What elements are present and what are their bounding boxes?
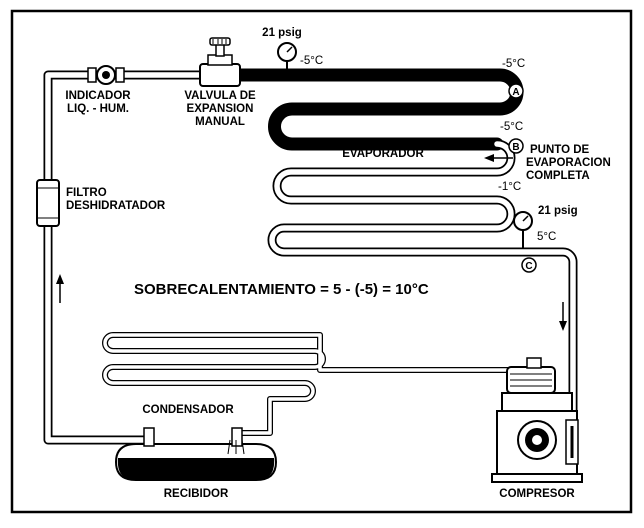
flow-arrow-up-icon	[56, 274, 64, 303]
evap-point-label: COMPLETA	[526, 170, 590, 182]
condenser-coil	[102, 332, 534, 436]
point-a-marker: A	[508, 83, 524, 99]
expansion-valve	[199, 37, 241, 87]
point-b-temp: -5°C	[500, 121, 523, 133]
filter-drier	[36, 179, 60, 227]
filter-label: DESHIDRATADOR	[66, 200, 166, 212]
point-a-temp: -5°C	[502, 58, 525, 70]
flow-arrow-down-icon	[559, 302, 567, 331]
condenser-label: CONDENSADOR	[142, 404, 234, 416]
superheat-title: SOBRECALENTAMIENTO = 5 - (-5) = 10°C	[134, 281, 429, 298]
filter-label: FILTRO	[66, 187, 107, 199]
valve-label: VALVULA DE	[184, 90, 256, 102]
compressor-label: COMPRESOR	[499, 488, 575, 500]
bottom-gauge-temp: 5°C	[537, 231, 556, 243]
valve-label: EXPANSION	[187, 103, 254, 115]
indicator-label: INDICADOR	[65, 90, 131, 102]
evap-point-label: PUNTO DE	[530, 144, 590, 156]
compressor	[491, 357, 583, 483]
evaporator-label: EVAPORADOR	[342, 148, 424, 160]
evaporator-coil	[233, 68, 578, 425]
receiver-label: RECIBIDOR	[164, 488, 229, 500]
top-pressure-gauge-icon	[277, 42, 297, 71]
indicator-label: LIQ. - HUM.	[67, 103, 129, 115]
evap-point-label: EVAPORACION	[526, 157, 611, 169]
point-b-marker: B	[508, 138, 524, 154]
bottom-gauge-pressure: 21 psig	[538, 205, 578, 217]
valve-label: MANUAL	[195, 116, 245, 128]
top-gauge-temp: -5°C	[300, 55, 323, 67]
svg-text:C: C	[525, 261, 532, 272]
evaporation-point-arrow-icon	[484, 154, 513, 162]
bottom-pressure-gauge-icon	[513, 211, 533, 248]
top-gauge-pressure: 21 psig	[262, 27, 302, 39]
receiver-tank	[114, 427, 278, 481]
sight-glass-indicator	[87, 65, 125, 85]
svg-text:B: B	[512, 142, 519, 153]
svg-text:A: A	[512, 87, 519, 98]
point-c-marker: C	[521, 257, 537, 273]
mid-temp: -1°C	[498, 181, 521, 193]
